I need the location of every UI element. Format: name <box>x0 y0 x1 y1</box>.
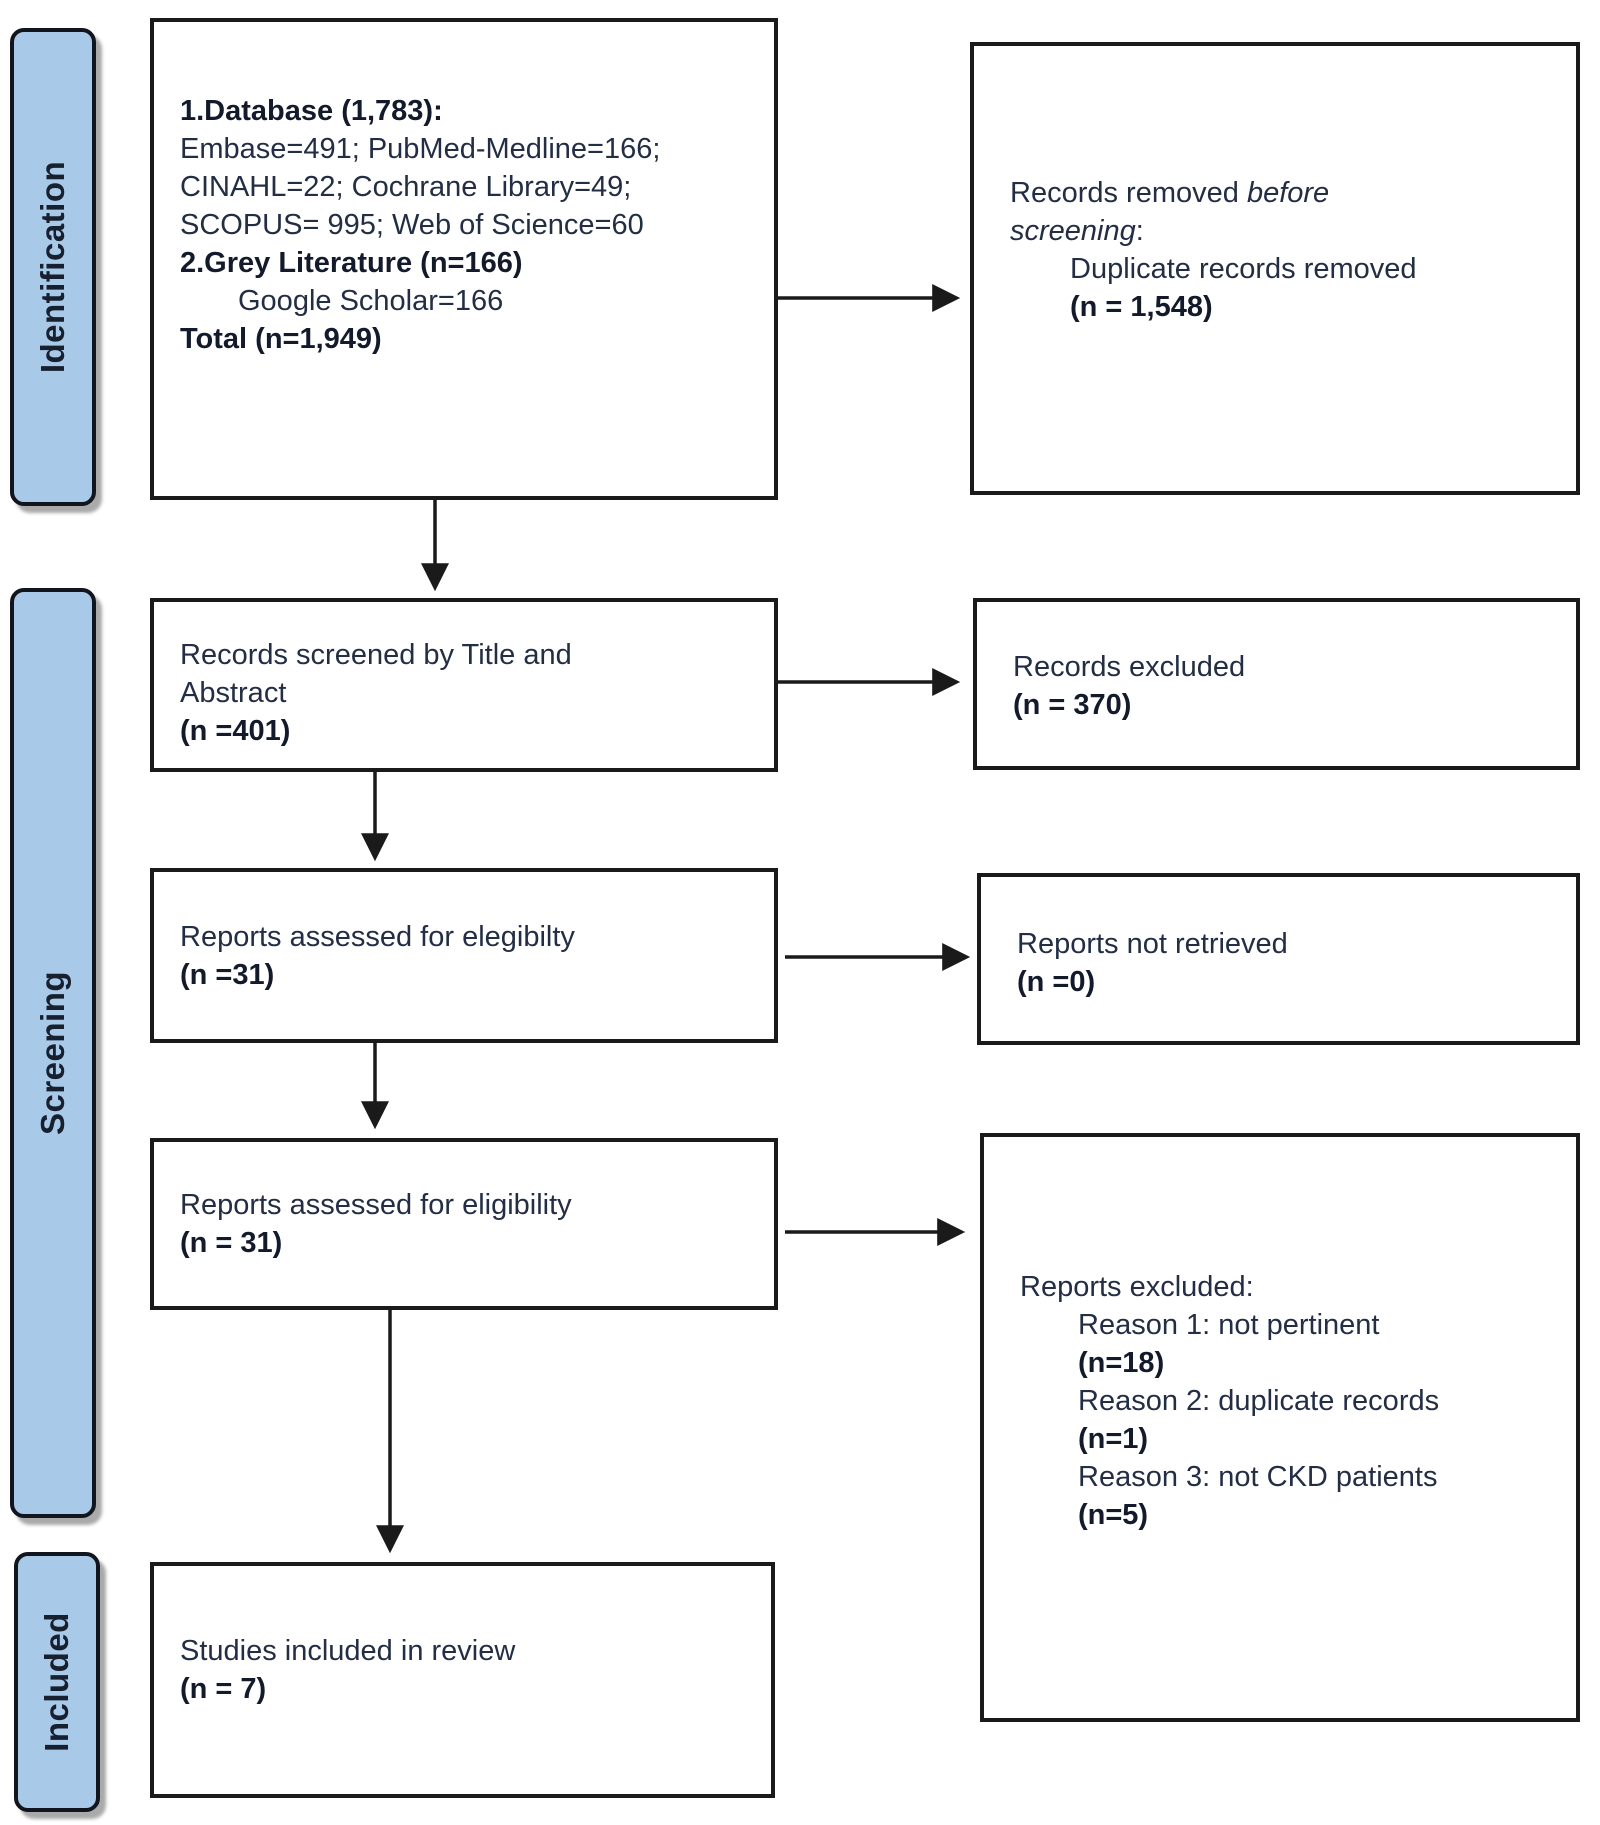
reports-assessed-first-count: (n =31) <box>180 959 275 991</box>
reports-not-retrieved-box: Reports not retrieved (n =0) <box>977 873 1580 1045</box>
records-screened-label: Records screened by Title and Abstract <box>180 639 572 709</box>
identification-sources-box: 1.Database (1,783): Embase=491; PubMed-M… <box>150 18 778 500</box>
reports-assessed-second-box: Reports assessed for eligibility (n = 31… <box>150 1138 778 1310</box>
stage-included-label: Included <box>38 1612 75 1752</box>
database-line-1: Embase=491; PubMed-Medline=166; <box>180 133 661 165</box>
stage-identification: Identification <box>10 28 96 506</box>
studies-included-box: Studies included in review (n = 7) <box>150 1562 775 1798</box>
grey-literature-line: Google Scholar=166 <box>238 285 504 317</box>
reports-assessed-first-label: Reports assessed for elegibilty <box>180 921 575 953</box>
database-heading: 1.Database (1,783): <box>180 95 443 127</box>
records-screened-count: (n =401) <box>180 715 291 747</box>
studies-included-count: (n = 7) <box>180 1673 267 1705</box>
reports-assessed-second-label: Reports assessed for eligibility <box>180 1189 572 1221</box>
stage-screening: Screening <box>10 588 96 1518</box>
reports-assessed-second-count: (n = 31) <box>180 1227 283 1259</box>
studies-included-label: Studies included in review <box>180 1635 516 1667</box>
reason-1-label: Reason 1: not pertinent <box>1078 1309 1380 1341</box>
reason-2-count: (n=1) <box>1078 1423 1149 1455</box>
reports-excluded-box: Reports excluded: Reason 1: not pertinen… <box>980 1133 1580 1722</box>
records-removed-label: Records removed before screening: <box>1010 177 1330 247</box>
records-screened-box: Records screened by Title and Abstract (… <box>150 598 778 772</box>
stage-identification-label: Identification <box>34 160 71 374</box>
reason-3-label: Reason 3: not CKD patients <box>1078 1461 1438 1493</box>
records-excluded-label: Records excluded <box>1013 651 1246 683</box>
reports-excluded-heading: Reports excluded: <box>1020 1271 1254 1303</box>
records-excluded-count: (n = 370) <box>1013 689 1132 721</box>
database-line-3: SCOPUS= 995; Web of Science=60 <box>180 209 644 241</box>
duplicates-removed-label: Duplicate records removed <box>1070 253 1417 285</box>
duplicates-removed-count: (n = 1,548) <box>1070 291 1213 323</box>
stage-screening-label: Screening <box>34 970 71 1136</box>
total-line: Total (n=1,949) <box>180 323 382 355</box>
grey-literature-heading: 2.Grey Literature (n=166) <box>180 247 523 279</box>
stage-included: Included <box>14 1552 100 1812</box>
reason-2-label: Reason 2: duplicate records <box>1078 1385 1440 1417</box>
reason-3-count: (n=5) <box>1078 1499 1149 1531</box>
reports-assessed-first-box: Reports assessed for elegibilty (n =31) <box>150 868 778 1043</box>
reason-1-count: (n=18) <box>1078 1347 1165 1379</box>
reports-not-retrieved-count: (n =0) <box>1017 966 1096 998</box>
reports-not-retrieved-label: Reports not retrieved <box>1017 928 1288 960</box>
database-line-2: CINAHL=22; Cochrane Library=49; <box>180 171 632 203</box>
records-removed-box: Records removed before screening: Duplic… <box>970 42 1580 495</box>
records-excluded-box: Records excluded (n = 370) <box>973 598 1580 770</box>
